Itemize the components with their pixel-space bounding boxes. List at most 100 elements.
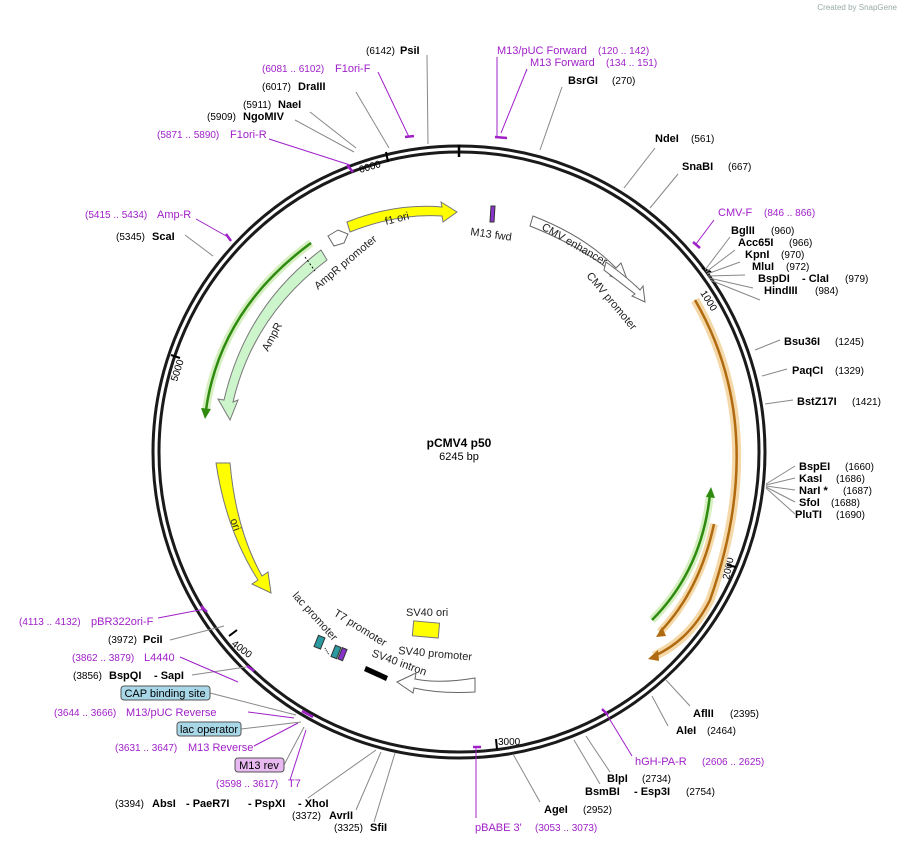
- enzyme-label[interactable]: MluI: [752, 261, 774, 273]
- enzyme-labels: (6142) PsiI (6017) DraIII (5911) NaeI (5…: [73, 45, 881, 834]
- enzyme-label[interactable]: PsiI: [400, 45, 420, 57]
- enzyme-label[interactable]: KasI: [799, 473, 822, 485]
- enzyme-label[interactable]: DraIII: [298, 81, 326, 93]
- enzyme-label[interactable]: AleI: [676, 725, 696, 737]
- enzyme-pos: (667): [728, 162, 751, 173]
- enzyme-label[interactable]: AbsI: [152, 798, 176, 810]
- m13-rev-label-box[interactable]: [234, 757, 285, 773]
- enzyme-pos: (1660): [845, 462, 874, 473]
- primer-label[interactable]: Amp-R: [157, 209, 191, 221]
- enzyme-pos: (1687): [843, 486, 872, 497]
- enzyme-label[interactable]: SnaBI: [682, 161, 713, 173]
- enzyme-label[interactable]: PciI: [143, 634, 163, 646]
- enzyme-label[interactable]: - ClaI: [802, 273, 829, 285]
- enzyme-label[interactable]: NaeI: [278, 99, 301, 111]
- lac-operator-label: lac operator: [180, 724, 238, 736]
- enzyme-pos: (970): [781, 250, 804, 261]
- enzyme-label[interactable]: AflII: [693, 708, 714, 720]
- enzyme-label[interactable]: BstZ17I: [797, 396, 837, 408]
- enzyme-label[interactable]: - XhoI: [298, 798, 329, 810]
- enzyme-pos: (5911): [243, 100, 271, 111]
- enzyme-pos: (6017): [262, 82, 291, 93]
- enzyme-label[interactable]: NdeI: [655, 133, 679, 145]
- enzyme-label[interactable]: PaqCI: [792, 365, 823, 377]
- green-orf-left-head: [201, 408, 211, 419]
- enzyme-label[interactable]: BsmBI: [585, 786, 620, 798]
- orange-orf2-arc: [659, 523, 716, 633]
- primer-label[interactable]: CMV-F: [718, 207, 753, 219]
- primer-pos: (3862 .. 3879): [72, 653, 134, 664]
- primer-label[interactable]: pBABE 3': [475, 822, 522, 834]
- enzyme-label[interactable]: BsrGI: [568, 75, 598, 87]
- primer-label[interactable]: M13/pUC Forward: [497, 45, 587, 57]
- enzyme-pos: (3394): [115, 799, 144, 810]
- enzyme-label[interactable]: BspDI: [758, 273, 790, 285]
- primer-label[interactable]: hGH-PA-R: [635, 756, 687, 768]
- orange-orf-arc: [653, 299, 738, 658]
- primer-label[interactable]: T7: [288, 778, 301, 790]
- enzyme-pos: (1421): [852, 397, 881, 408]
- enzyme-label[interactable]: AvrII: [329, 810, 353, 822]
- snapgene-credit: Created by SnapGene: [817, 3, 897, 12]
- cmv-enhancer-label: CMV enhancer: [540, 221, 610, 268]
- cmv-promoter-arrow: [603, 261, 646, 303]
- primer-pos: (6081 .. 6102): [262, 64, 324, 75]
- enzyme-label[interactable]: SfoI: [799, 497, 820, 509]
- primer-label[interactable]: M13 Reverse: [188, 742, 253, 754]
- enzyme-pos: (561): [691, 134, 714, 145]
- boxed-labels: CAP binding site lac operator M13 rev: [120, 685, 305, 773]
- plasmid-length: 6245 bp: [439, 451, 479, 463]
- enzyme-label[interactable]: SfiI: [370, 822, 387, 834]
- enzyme-pos: (2734): [642, 774, 671, 785]
- sv40-ori-box: [411, 620, 441, 639]
- enzyme-label[interactable]: - PspXI: [248, 798, 285, 810]
- enzyme-label[interactable]: BspEI: [799, 461, 830, 473]
- enzyme-label[interactable]: NarI *: [799, 485, 828, 497]
- enzyme-pos: (5345): [116, 232, 145, 243]
- enzyme-label[interactable]: NgoMIV: [243, 111, 285, 123]
- cap-binding-site-box[interactable]: [120, 685, 211, 701]
- enzyme-pos: (3856): [73, 671, 102, 682]
- ori-label: ori: [227, 517, 242, 533]
- primer-pos: (2606 .. 2625): [702, 757, 764, 768]
- green-orf-head: [706, 487, 715, 498]
- enzyme-pos: (2952): [583, 805, 612, 816]
- primer-label[interactable]: F1ori-R: [230, 129, 267, 141]
- enzyme-label[interactable]: - SapI: [154, 670, 184, 682]
- sv40-intron-bar: [364, 666, 388, 681]
- green-orf-left-arc: [204, 241, 312, 411]
- enzyme-pos: (5909): [207, 112, 236, 123]
- enzyme-pos: (960): [771, 226, 794, 237]
- m13-rev-box: [337, 647, 348, 662]
- primer-label[interactable]: M13/pUC Reverse: [126, 707, 216, 719]
- primer-label[interactable]: M13 Forward: [530, 57, 595, 69]
- enzyme-label[interactable]: - Esp3I: [634, 786, 670, 798]
- enzyme-label[interactable]: Bsu36I: [784, 336, 820, 348]
- primer-label[interactable]: L4440: [144, 652, 175, 664]
- primer-label[interactable]: pBR322ori-F: [91, 616, 154, 628]
- f1-ori-label: f1 ori: [384, 210, 411, 228]
- m13-rev-label: M13 rev: [239, 760, 279, 772]
- enzyme-label[interactable]: AgeI: [544, 804, 568, 816]
- enzyme-label[interactable]: KpnI: [745, 249, 769, 261]
- enzyme-label[interactable]: ScaI: [152, 231, 175, 243]
- enzyme-pos: (1329): [835, 366, 864, 377]
- enzyme-pos: (1688): [831, 498, 860, 509]
- primer-label[interactable]: F1ori-F: [335, 63, 371, 75]
- enzyme-label[interactable]: - PaeR7I: [186, 798, 229, 810]
- primer-lines: [157, 57, 715, 818]
- enzyme-pos: (984): [815, 286, 838, 297]
- orange-orf-head: [648, 650, 659, 661]
- enzyme-label[interactable]: PluTI: [795, 509, 822, 521]
- enzyme-label[interactable]: HindIII: [764, 285, 798, 297]
- primer-pos: (3598 .. 3617): [216, 779, 278, 790]
- primer-pos: (3644 .. 3666): [54, 708, 116, 719]
- primer-pos: (3053 .. 3073): [535, 823, 597, 834]
- enzyme-label[interactable]: Acc65I: [738, 237, 773, 249]
- primer-pos: (846 .. 866): [764, 208, 815, 219]
- lac-operator-box[interactable]: [176, 721, 242, 737]
- enzyme-label[interactable]: BglII: [731, 225, 755, 237]
- enzyme-label[interactable]: BlpI: [607, 773, 628, 785]
- enzyme-label[interactable]: BspQI: [109, 670, 141, 682]
